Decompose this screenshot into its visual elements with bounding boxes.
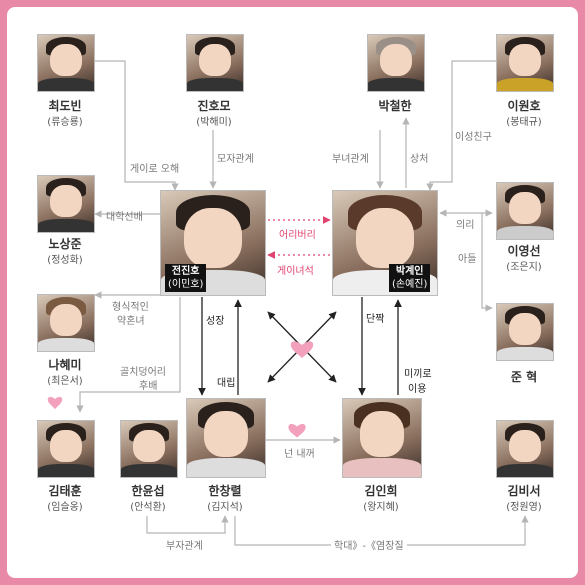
actor-choi: (류승룡) xyxy=(47,117,83,128)
name-changryul: 한창렬 xyxy=(208,484,242,498)
tag-gyein-actor: (손예진) xyxy=(392,279,428,290)
name-taehun: 김태훈 xyxy=(48,484,82,498)
label-headache-junior-1: 골치덩어리 xyxy=(120,367,166,378)
label-son: 아들 xyxy=(458,254,477,265)
portrait-jinho-mother xyxy=(186,34,244,92)
name-jinho: 진호모 xyxy=(197,99,231,113)
name-junhyuk: 준 혁 xyxy=(510,370,538,384)
label-abuse: 학대》-《염장질 xyxy=(331,537,407,552)
name-lee: 이원호 xyxy=(507,99,541,113)
label-formal-fiance-1: 형식적인 xyxy=(112,302,149,313)
label-lure-1: 미끼로 xyxy=(404,369,432,380)
actor-taehun: (임슬옹) xyxy=(47,502,83,513)
actor-yoonsub: (안석환) xyxy=(130,502,166,513)
actor-youngsun: (조은지) xyxy=(506,262,542,273)
portrait-lee-wonho xyxy=(496,34,554,92)
tag-jinjin-actor: (이민호) xyxy=(168,279,204,290)
portrait-youngsun xyxy=(496,182,554,240)
portrait-taehun xyxy=(37,420,95,478)
portrait-nosang xyxy=(37,175,95,233)
label-mother-son: 모자관계 xyxy=(217,154,254,165)
label-formal-fiance-2: 약혼녀 xyxy=(117,316,145,327)
label-wife: 상처 xyxy=(410,154,429,165)
portrait-junhyuk xyxy=(496,303,554,361)
actor-lee: (봉태규) xyxy=(506,117,542,128)
actor-inhee: (왕지혜) xyxy=(363,502,399,513)
actor-bisuh: (정원영) xyxy=(506,502,542,513)
name-park: 박철한 xyxy=(378,99,412,113)
name-inhee: 김인희 xyxy=(364,484,398,498)
label-growth: 성장 xyxy=(206,316,225,327)
actor-nahye: (최은서) xyxy=(47,376,83,387)
portrait-nahye xyxy=(37,294,95,352)
tag-jinjin-name: 전진호 xyxy=(171,266,200,277)
heart-icon xyxy=(290,341,314,358)
portrait-changryul xyxy=(186,398,266,478)
label-you-are-mine: 넌 내꺼 xyxy=(284,449,315,460)
portrait-yoonsub xyxy=(120,420,178,478)
label-father-son: 부자관계 xyxy=(166,541,203,552)
label-college-senior: 대학선배 xyxy=(106,212,143,223)
label-fool-her: 어리버리 xyxy=(279,230,316,241)
name-bisuh: 김비서 xyxy=(507,484,541,498)
line-son-bracket xyxy=(481,213,493,312)
name-yoonsub: 한윤섭 xyxy=(131,484,165,498)
diagram-frame xyxy=(7,7,578,578)
actor-nosang: (정성화) xyxy=(47,255,83,266)
arrow-opposite-friend xyxy=(426,60,496,191)
actor-jinho: (박해미) xyxy=(196,117,232,128)
name-nahye: 나혜미 xyxy=(48,358,82,372)
label-father-daughter: 부녀관계 xyxy=(332,154,369,165)
tag-gyein-name: 박계인 xyxy=(395,266,424,277)
portrait-inhee xyxy=(342,398,422,478)
label-lure-2: 이용 xyxy=(408,384,427,395)
name-choi: 최도빈 xyxy=(48,99,82,113)
portrait-park-cheolhan xyxy=(367,34,425,92)
name-youngsun: 이영선 xyxy=(507,244,541,258)
portrait-choi xyxy=(37,34,95,92)
tag-jinjin: 전진호 (이민호) xyxy=(165,264,207,292)
tag-gyein: 박계인 (손예진) xyxy=(389,264,431,292)
arrow-headache-junior xyxy=(76,297,181,413)
portrait-gyein xyxy=(332,190,438,296)
label-crush: 단짝 xyxy=(366,314,385,325)
label-gay-woman: 게이녀석 xyxy=(277,266,314,277)
label-rival: 대립 xyxy=(217,378,236,389)
label-opposite-friend: 이성친구 xyxy=(455,132,492,143)
name-nosang: 노상준 xyxy=(48,237,82,251)
actor-changryul: (김지석) xyxy=(207,502,243,513)
arrow-father-son xyxy=(146,515,229,534)
label-headache-junior-2: 후배 xyxy=(139,381,158,392)
heart-small-icon xyxy=(47,396,63,409)
portrait-bisuh xyxy=(496,420,554,478)
broken-heart-icon xyxy=(287,423,307,439)
label-righteous: 의리 xyxy=(456,220,475,231)
arrow-choi-to-jinho xyxy=(93,60,179,191)
label-gay-misunderstand: 게이로 오해 xyxy=(130,164,180,175)
